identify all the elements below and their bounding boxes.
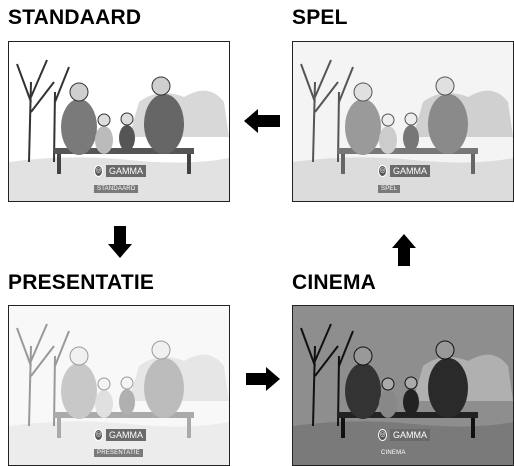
gamma-icon: ◎	[94, 429, 103, 441]
arrow-right-icon	[246, 367, 280, 391]
osd-overlay: ◎ GAMMA CINEMA	[378, 429, 430, 459]
title-standaard: STANDAARD	[8, 6, 142, 29]
osd-mode-label: STANDAARD	[94, 185, 139, 193]
scene-illustration	[9, 42, 229, 201]
panel-spel: ◎ GAMMA SPEL	[292, 41, 514, 202]
scene-illustration	[293, 42, 513, 201]
gamma-icon: ◎	[378, 429, 387, 441]
osd-gamma-label: GAMMA	[389, 429, 430, 441]
osd-mode-label: SPEL	[378, 185, 401, 193]
title-cinema: CINEMA	[292, 271, 377, 294]
title-presentatie: PRESENTATIE	[8, 271, 155, 294]
osd-overlay: ◎ GAMMA STANDAARD	[94, 165, 146, 195]
osd-overlay: ◎ GAMMA SPEL	[378, 165, 430, 195]
osd-mode-label: PRESENTATIE	[94, 449, 143, 457]
arrow-up-icon	[392, 234, 416, 266]
gamma-icon: ◎	[94, 165, 103, 177]
osd-gamma-label: GAMMA	[105, 165, 146, 177]
panel-presentatie: ◎ GAMMA PRESENTATIE	[8, 305, 230, 466]
gamma-icon: ◎	[378, 165, 387, 177]
osd-gamma-label: GAMMA	[389, 165, 430, 177]
title-spel: SPEL	[292, 6, 348, 29]
osd-overlay: ◎ GAMMA PRESENTATIE	[94, 429, 146, 459]
osd-mode-label: CINEMA	[378, 449, 409, 457]
arrow-left-icon	[244, 109, 280, 133]
panel-cinema: ◎ GAMMA CINEMA	[292, 305, 514, 466]
arrow-down-icon	[108, 226, 132, 258]
osd-gamma-label: GAMMA	[105, 429, 146, 441]
panel-standaard: ◎ GAMMA STANDAARD	[8, 41, 230, 202]
